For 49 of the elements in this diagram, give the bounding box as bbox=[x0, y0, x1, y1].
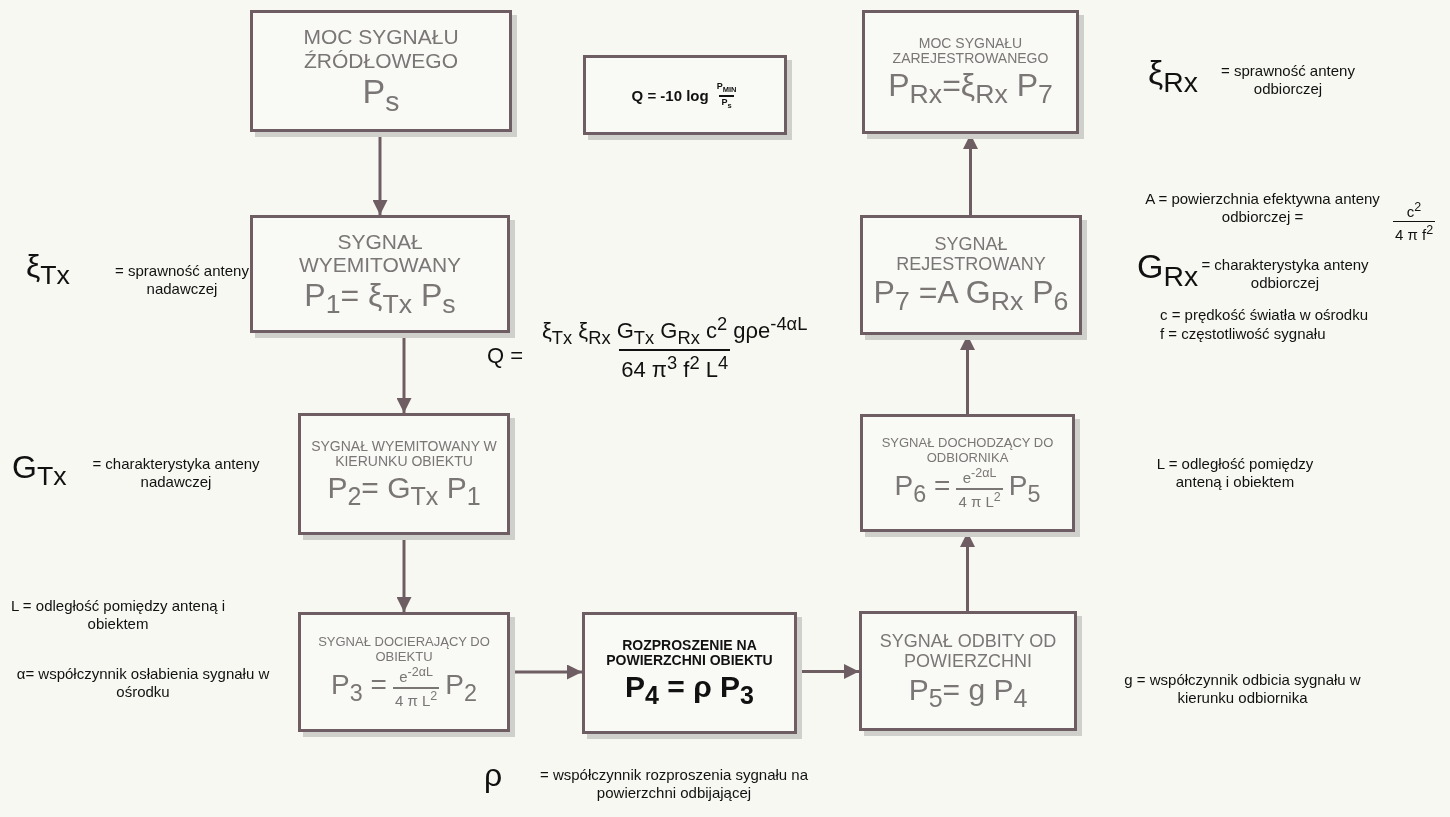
formula-denominator: 64 π$^{3}$ f$^{2}$ L$^{4}$ bbox=[619, 348, 731, 383]
formula-numerator: c$^{2}$ bbox=[1405, 200, 1423, 222]
box-heading: SYGNAŁ WYEMITOWANY W KIERUNKU OBIEKTU bbox=[310, 438, 498, 471]
symbol: G$_{Rx}$ bbox=[1137, 246, 1199, 294]
definition-text: L = odległość pomiędzy anteną i obiektem bbox=[9, 597, 227, 633]
definition-text: f = częstotliwość sygnału bbox=[1160, 325, 1326, 343]
formula-numerator: ξ$_{Tx}$ ξ$_{Rx}$ G$_{Tx}$ G$_{Rx}$ c$^{2}$ gρe$^{-4αL}$ bbox=[541, 313, 809, 349]
formula-denominator: 4 π L$^{2}$ bbox=[392, 686, 440, 710]
box-heading: SYGNAŁ DOCIERAJĄCY DO OBIEKTU bbox=[317, 634, 491, 665]
box-heading: SYGNAŁ DOCHODZĄCY DO ODBIORNIKA bbox=[880, 435, 1055, 466]
box-heading: ROZPROSZENIE NA POWIERZCHNI OBIEKTU bbox=[605, 637, 774, 670]
definition-text: A = powierzchnia efektywna anteny odbiorczej = bbox=[1144, 190, 1381, 226]
box-heading: MOC SYGNAŁU ŹRÓDŁOWEGO bbox=[302, 25, 460, 73]
formula: P$_{2}$ bbox=[445, 670, 477, 706]
formula: P$_{3}$ = bbox=[331, 670, 387, 706]
definition-text: = sprawność anteny odbiorczej bbox=[1220, 62, 1356, 98]
formula-denominator: P$_{s}$ bbox=[719, 95, 734, 111]
formula-denominator: 4 π f$^{2}$ bbox=[1393, 221, 1436, 244]
symbol: ρ bbox=[484, 756, 503, 795]
formula: P$_{7}$ =A G$_{Rx}$ P$_{6}$ bbox=[873, 276, 1069, 316]
definition-text: = współczynnik rozproszenia sygnału na powierzchni odbijającej bbox=[538, 766, 810, 802]
box-heading: SYGNAŁ ODBITY OD POWIERZCHNI bbox=[878, 631, 1058, 672]
formula: P$_{4}$ = ρ P$_{3}$ bbox=[625, 671, 754, 709]
symbol: ξ$_{Rx}$ bbox=[1148, 52, 1198, 100]
definition-text: g = współczynnik odbicia sygnału w kierunku odbiornika bbox=[1123, 671, 1362, 707]
formula: P$_{5}$ bbox=[1008, 471, 1041, 507]
formula-numerator: e$^{-2αL}$ bbox=[398, 666, 434, 687]
formula-numerator: e$^{-2αL}$ bbox=[961, 467, 998, 488]
definition-text: = charakterystyka anteny odbiorczej bbox=[1200, 256, 1370, 292]
formula: P$_{6}$ = bbox=[894, 471, 951, 507]
box-heading: SYGNAŁ REJESTROWANY bbox=[895, 234, 1047, 275]
definition-text: L = odległość pomiędzy anteną i obiektem bbox=[1155, 455, 1315, 491]
definition-text: = charakterystyka anteny nadawczej bbox=[91, 455, 261, 491]
symbol: G$_{Tx}$ bbox=[12, 448, 67, 493]
box-heading: MOC SYGNAŁU ZAREJESTROWANEGO bbox=[891, 35, 1050, 67]
formula: P$_{Rx}$=ξ$_{Rx}$ P$_{7}$ bbox=[888, 68, 1053, 109]
formula: P$_{5}$= g P$_{4}$ bbox=[908, 673, 1028, 711]
formula: Q = bbox=[487, 343, 524, 370]
definition-text: α= współczynnik osłabienia sygnału w ośrodku bbox=[15, 665, 271, 701]
symbol: ξ$_{Tx}$ bbox=[26, 247, 70, 292]
formula: P$_{2}$= G$_{Tx}$ P$_{1}$ bbox=[327, 472, 481, 510]
formula: Q = -10 log bbox=[631, 88, 709, 104]
box-heading: SYGNAŁ WYEMITOWANY bbox=[297, 229, 463, 277]
formula: P$_{1}$= ξ$_{Tx}$ P$_{s}$ bbox=[304, 278, 456, 319]
formula-numerator: P$_{MIN}$ bbox=[715, 81, 738, 95]
formula: P$_{s}$ bbox=[362, 74, 400, 117]
formula-denominator: 4 π L$^{2}$ bbox=[956, 487, 1003, 511]
definition-text: = sprawność anteny nadawczej bbox=[114, 262, 250, 298]
definition-text: c = prędkość światła w ośrodku bbox=[1160, 306, 1368, 324]
